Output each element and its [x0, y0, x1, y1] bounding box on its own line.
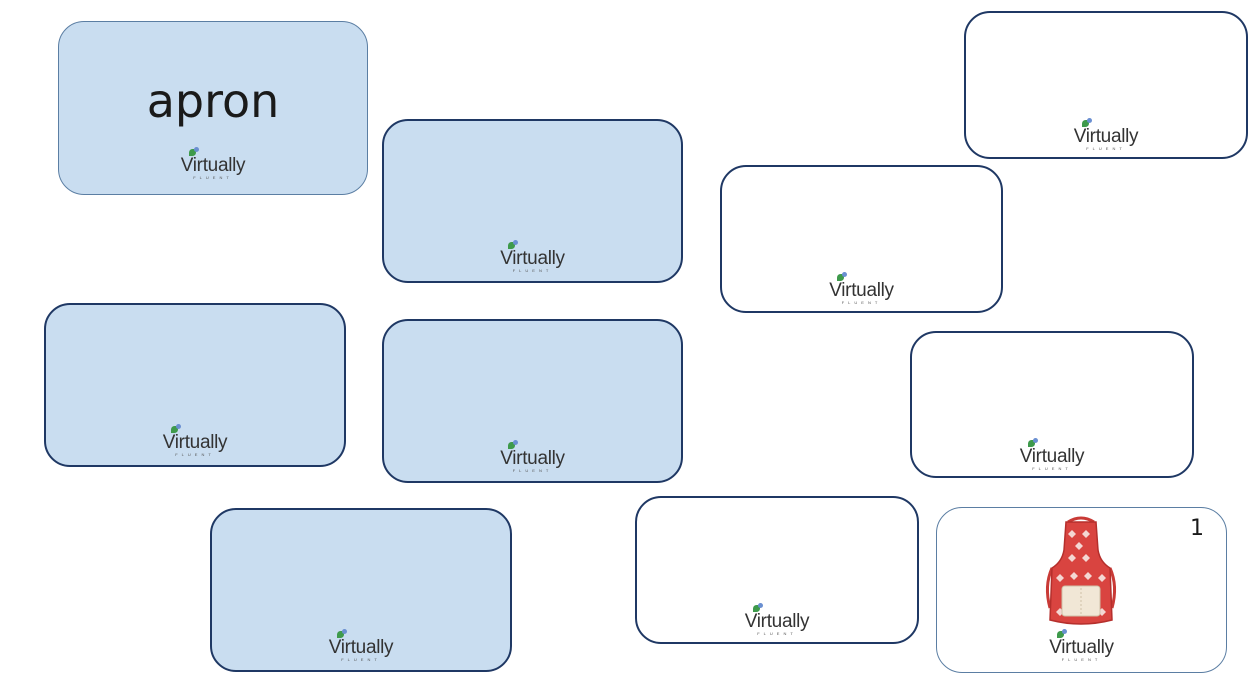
virtually-fluent-logo: Virtually FLUENT: [150, 424, 240, 457]
memory-card-blue[interactable]: Virtually FLUENT: [44, 303, 346, 467]
virtually-fluent-logo: Virtually FLUENT: [168, 147, 258, 180]
virtually-fluent-logo: Virtually FLUENT: [488, 440, 578, 473]
picture-card-apron[interactable]: 1 Virtually FLUENT: [936, 507, 1227, 673]
memory-card-white[interactable]: Virtually FLUENT: [910, 331, 1194, 478]
virtually-fluent-logo: Virtually FLUENT: [1007, 438, 1097, 471]
virtually-fluent-logo: Virtually FLUENT: [488, 240, 578, 273]
virtually-fluent-logo: Virtually FLUENT: [1037, 629, 1127, 662]
memory-card-blue[interactable]: Virtually FLUENT: [210, 508, 512, 672]
card-word: apron: [146, 74, 280, 128]
memory-card-white[interactable]: Virtually FLUENT: [635, 496, 919, 644]
apron-icon: [1038, 516, 1124, 633]
memory-card-white[interactable]: Virtually FLUENT: [964, 11, 1248, 159]
virtually-fluent-logo: Virtually FLUENT: [1061, 118, 1151, 151]
memory-card-blue[interactable]: Virtually FLUENT: [382, 319, 683, 483]
memory-card-white[interactable]: Virtually FLUENT: [720, 165, 1003, 313]
virtually-fluent-logo: Virtually FLUENT: [316, 629, 406, 662]
memory-card-blue[interactable]: Virtually FLUENT: [382, 119, 683, 283]
virtually-fluent-logo: Virtually FLUENT: [817, 272, 907, 305]
virtually-fluent-logo: Virtually FLUENT: [732, 603, 822, 636]
card-number: 1: [1190, 516, 1204, 541]
word-card-apron[interactable]: apron Virtually FLUENT: [58, 21, 368, 195]
